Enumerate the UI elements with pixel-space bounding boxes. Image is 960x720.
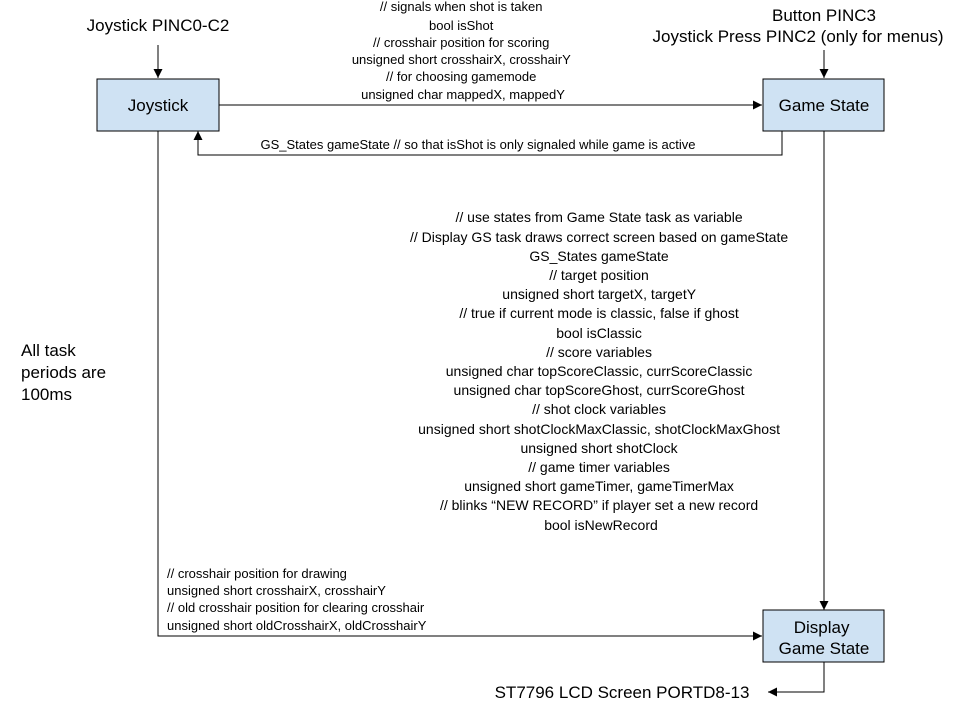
lcd-output-label: ST7796 LCD Screen PORTD8-13 [495,683,750,702]
edge-line: // crosshair position for scoring [373,35,549,50]
display-box-line: Display [794,618,850,637]
edge-line: // crosshair position for drawing [167,566,347,581]
joystick-task-box: Joystick [96,78,220,132]
joystick-pins-label: Joystick PINC0-C2 [87,16,230,35]
edge-line: // use states from Game State task as va… [455,209,742,225]
note-line: periods are [21,363,106,382]
display-box-line: Game State [779,639,870,658]
edge-line: unsigned char mappedX, mappedY [361,87,565,102]
edge-line: bool isNewRecord [544,517,658,533]
edge-line: unsigned short gameTimer, gameTimerMax [464,478,734,494]
note-line: 100ms [21,385,72,404]
joystick-to-gamestate-label: // signals when shot is taken bool isSho… [352,0,574,102]
edge-line: unsigned short oldCrosshairX, oldCrossha… [167,618,427,633]
edge-line: // for choosing gamemode [386,69,536,84]
edge-line: unsigned short targetX, targetY [502,286,696,302]
gamestate-box-label: Game State [779,96,870,115]
display-to-lcd-arrow [768,662,825,697]
edge-line: bool isClassic [556,325,642,341]
gamestate-to-joystick-arrow [193,131,783,156]
joystick-box-label: Joystick [128,96,189,115]
edge-line: // score variables [546,344,652,360]
edge-line: // signals when shot is taken [380,0,543,14]
gamestate-to-joystick-label: GS_States gameState // so that isShot is… [260,137,695,152]
edge-line: unsigned char topScoreGhost, currScoreGh… [454,382,745,398]
edge-line: // true if current mode is classic, fals… [459,305,738,321]
edge-line: GS_States gameState [529,248,669,264]
edge-line: // target position [549,267,649,283]
edge-line: unsigned short shotClockMaxClassic, shot… [418,421,780,437]
gamestate-task-box: Game State [762,78,885,132]
edge-line: // old crosshair position for clearing c… [167,600,425,615]
edge-line: // blinks “NEW RECORD” if player set a n… [440,497,758,513]
task-period-note: All task periods are 100ms [21,341,111,404]
joystick-to-display-label: // crosshair position for drawing unsign… [167,566,428,633]
edge-line: unsigned short crosshairX, crosshairY [352,52,571,67]
edge-line: unsigned short crosshairX, crosshairY [167,583,386,598]
display-box-label: Display Game State [779,618,870,658]
gamestate-to-display-label: // use states from Game State task as va… [410,209,792,533]
edge-line: // shot clock variables [532,401,666,417]
display-gamestate-task-box: Display Game State [762,609,885,663]
button-pin-label: Button PINC3 [772,6,876,25]
edge-line: bool isShot [429,18,494,33]
edge-line: // game timer variables [528,459,670,475]
edge-line: unsigned char topScoreClassic, currScore… [446,363,753,379]
edge-line: // Display GS task draws correct screen … [410,229,788,245]
joystick-press-label: Joystick Press PINC2 (only for menus) [653,27,944,46]
note-line: All task [21,341,76,360]
joystick-to-display-arrow [157,131,762,641]
edge-line: unsigned short shotClock [520,440,678,456]
